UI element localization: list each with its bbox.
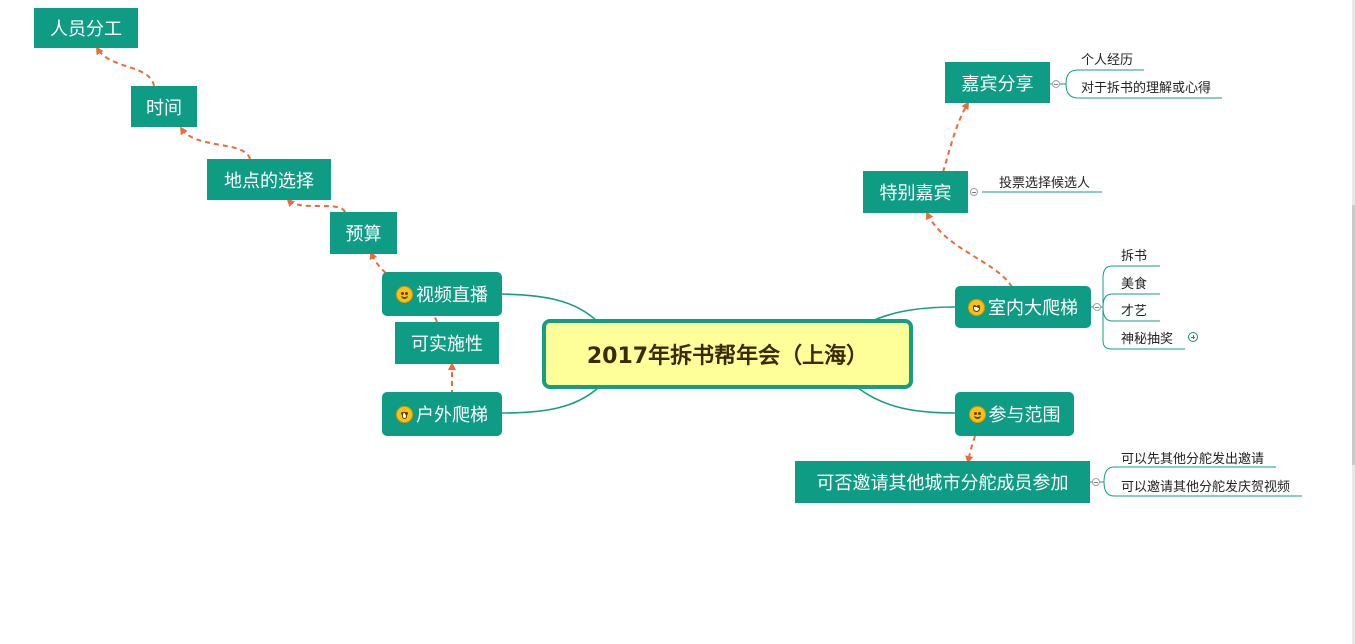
topic-outdoor-climb[interactable]: 户外爬梯 (382, 392, 502, 436)
expand-toggle-icon[interactable] (1188, 332, 1198, 342)
topic-feasibility[interactable]: 可实施性 (395, 322, 499, 364)
collapse-toggle-icon[interactable] (1052, 80, 1060, 88)
leaf-lucky-draw[interactable]: 神秘抽奖 (1121, 332, 1174, 347)
leaf-invite-videos[interactable]: 可以邀请其他分舵发庆贺视频 (1121, 480, 1291, 495)
branch-line-outdoor (501, 387, 599, 414)
topic-staffing[interactable]: 人员分工 (34, 8, 138, 48)
grin-emoji-icon (968, 298, 985, 316)
branch-line-scope (857, 387, 956, 414)
topic-video-live[interactable]: 视频直播 (382, 272, 502, 316)
smile-emoji-icon (968, 405, 986, 423)
relation-arrows (95, 46, 1013, 464)
topic-budget[interactable]: 预算 (330, 212, 397, 254)
central-topic[interactable]: 2017年拆书帮年会（上海） (542, 319, 913, 389)
topic-indoor-climb[interactable]: 室内大爬梯 (955, 286, 1091, 328)
leaf-lines (982, 69, 1302, 497)
shout-emoji-icon (396, 405, 413, 423)
leaf-book-dismantle[interactable]: 拆书 (1121, 249, 1148, 264)
leaf-understanding[interactable]: 对于拆书的理解或心得 (1081, 81, 1212, 96)
topic-time[interactable]: 时间 (131, 86, 197, 127)
branch-lines (501, 293, 956, 414)
leaf-food[interactable]: 美食 (1121, 277, 1148, 292)
vertical-scrollbar[interactable] (1352, 0, 1355, 644)
collapse-toggle-icon[interactable] (1092, 478, 1100, 486)
smile-emoji-icon (396, 285, 413, 303)
leaf-vote-candidates[interactable]: 投票选择候选人 (999, 176, 1091, 191)
collapse-toggle-icon[interactable] (970, 188, 978, 196)
topic-guest-share[interactable]: 嘉宾分享 (945, 62, 1050, 103)
branch-line-indoor (869, 306, 956, 323)
topic-scope[interactable]: 参与范围 (955, 392, 1074, 436)
leaf-talent[interactable]: 才艺 (1121, 304, 1148, 319)
collapse-toggle-icon[interactable] (1093, 303, 1101, 311)
leaf-send-invites[interactable]: 可以先其他分舵发出邀请 (1121, 452, 1265, 467)
topic-invite-other-cities[interactable]: 可否邀请其他城市分舵成员参加 (795, 461, 1090, 503)
leaf-personal-experience[interactable]: 个人经历 (1081, 53, 1134, 68)
topic-special-guest[interactable]: 特别嘉宾 (863, 171, 968, 213)
branch-line-video (501, 293, 599, 323)
topic-venue[interactable]: 地点的选择 (207, 159, 331, 200)
